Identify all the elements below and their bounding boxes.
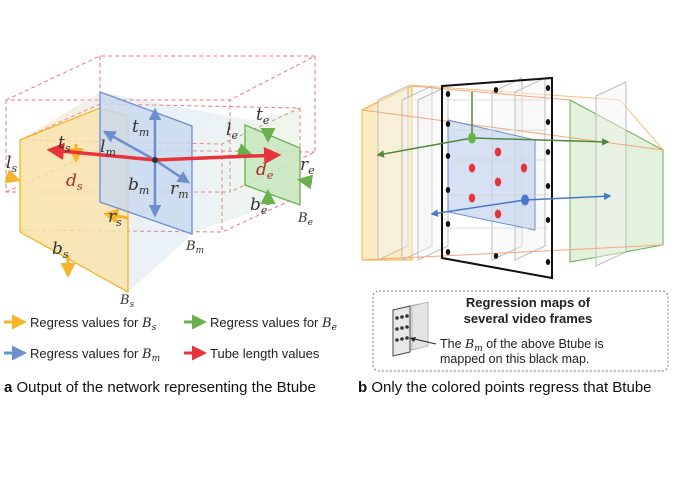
middle-frame (99, 91, 193, 235)
info-box-title-2: several video frames (464, 311, 593, 326)
info-box: Regression maps of several video frames … (372, 290, 669, 372)
middle-center-point (152, 157, 158, 163)
green-point (468, 132, 476, 144)
map-grid (448, 99, 548, 229)
label-ls: ls (6, 153, 17, 175)
svg-text:Regress values for Bm: Regress values for Bm (30, 346, 160, 364)
svg-text:Regress values for Bs: Regress values for Bs (30, 315, 157, 333)
label-re: re (300, 155, 315, 177)
red-points (468, 147, 528, 219)
green-arrow-left (376, 137, 473, 158)
info-box-text-2: mapped on this black map. (440, 352, 589, 366)
caption-b: b Only the colored points regress that B… (358, 379, 652, 396)
label-Be: Be (297, 211, 313, 228)
info-box-border (372, 290, 669, 372)
label-lm: lm (100, 137, 116, 159)
label-ts: ts (58, 133, 71, 155)
middle-arrows (102, 107, 191, 218)
left-btube-diagram (4, 55, 316, 294)
left-labels: ls ts ds rs bs Bs tm lm bm rm Bm te le d… (6, 105, 315, 310)
end-frame (244, 124, 301, 206)
green-arrow-right (471, 137, 610, 146)
mini-maps-icon (392, 301, 437, 357)
end-arrows (236, 128, 314, 205)
btube-middle-region (447, 119, 536, 231)
info-box-text-1: The Bm of the above Btube is (440, 336, 604, 354)
black-points (445, 85, 551, 265)
label-bs: bs (52, 239, 69, 261)
blue-point (521, 194, 529, 206)
svg-text:Tube length values: Tube length values (210, 346, 320, 361)
label-rs: rs (108, 207, 122, 229)
label-Bs: Bs (119, 293, 135, 310)
label-te: te (256, 105, 270, 127)
legend-item-end: Regress values for Be (184, 314, 337, 333)
caption-a: a Output of the network representing the… (4, 379, 316, 396)
info-box-title-1: Regression maps of (466, 295, 591, 310)
right-start-face (361, 85, 413, 261)
right-frames-diagram (361, 76, 664, 280)
start-arrows (4, 144, 129, 278)
label-be: be (250, 195, 268, 217)
label-rm: rm (170, 179, 189, 201)
legend-item-start: Regress values for Bs (4, 314, 157, 333)
length-arrows (46, 142, 282, 165)
label-bm: bm (128, 175, 149, 197)
svg-text:Regress values for Be: Regress values for Be (210, 315, 337, 333)
blue-arrow-right (524, 192, 612, 201)
blue-arrow-left (430, 199, 526, 217)
black-map-frame (441, 76, 553, 280)
label-tm: tm (132, 117, 149, 139)
label-le: le (226, 120, 238, 142)
label-ds: ds (66, 171, 83, 193)
legend-item-middle: Regress values for Bm (4, 345, 160, 364)
label-de: de (256, 160, 274, 182)
legend: Regress values for Bs Regress values for… (4, 314, 337, 364)
legend-item-length: Tube length values (184, 345, 320, 361)
label-Bm: Bm (185, 239, 204, 256)
